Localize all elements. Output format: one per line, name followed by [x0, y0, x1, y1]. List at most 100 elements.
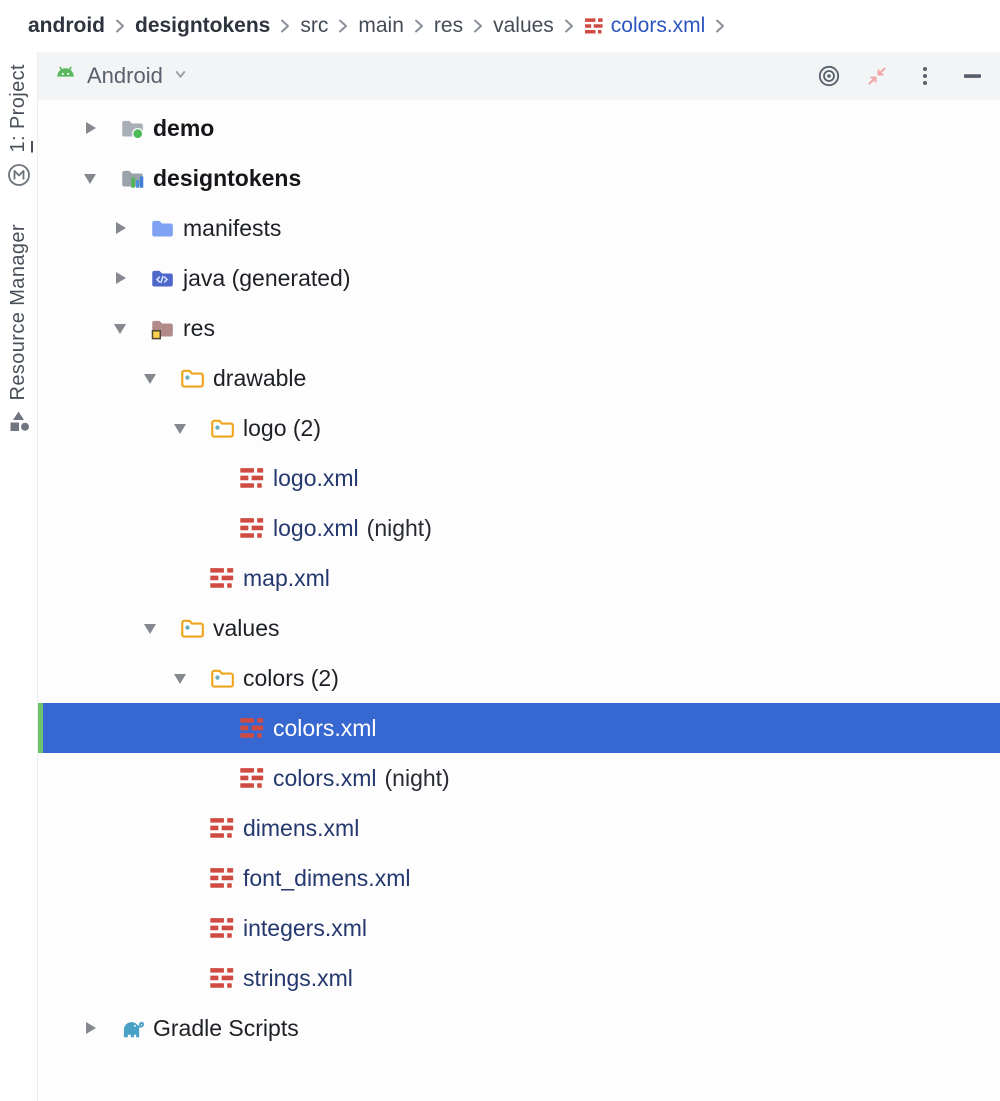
breadcrumb-item-src[interactable]: src: [300, 14, 328, 38]
xml-file-icon: [239, 465, 265, 491]
tree-row-label: designtokens: [153, 164, 302, 191]
chevron-collapsed-icon[interactable]: [84, 1020, 98, 1036]
tree-row-colors-xml[interactable]: colors.xml: [38, 703, 1000, 753]
tree-row-label: values: [213, 614, 280, 641]
module-folder-demo-icon: [119, 115, 145, 141]
tree-row-label: logo.xml: [273, 514, 359, 541]
chevron-expanded-icon[interactable]: [174, 670, 188, 686]
tree-row-label: colors.xml: [273, 764, 377, 791]
folder-resource-icon: [209, 415, 235, 441]
tool-button-resource-manager-label: Resource Manager: [7, 223, 29, 401]
collapse-arrows-icon[interactable]: [864, 63, 890, 89]
breadcrumb-separator-icon: [564, 18, 574, 34]
tree-row-manifests[interactable]: manifests: [38, 203, 1000, 253]
tree-row-integers-xml[interactable]: integers.xml: [38, 903, 1000, 953]
tree-row-qualifier: (night): [366, 514, 432, 541]
tree-row-label: logo (2): [243, 414, 321, 441]
tree-row-label: logo.xml: [273, 464, 359, 491]
more-options-icon[interactable]: [912, 63, 938, 89]
breadcrumb-separator-icon: [414, 18, 424, 34]
tree-row-strings-xml[interactable]: strings.xml: [38, 953, 1000, 1003]
xml-file-icon: [209, 865, 235, 891]
breadcrumb-item-label: values: [493, 14, 554, 37]
tree-row-label: manifests: [183, 214, 282, 241]
tool-button-resource-manager[interactable]: Resource Manager: [5, 224, 33, 442]
breadcrumb: android designtokens src main res values color…: [0, 0, 1000, 52]
tree-row-logo-xml-night[interactable]: logo.xml (night): [38, 503, 1000, 553]
folder-resource-icon: [179, 365, 205, 391]
breadcrumb-item-label: src: [300, 14, 329, 37]
folder-generated-icon: [149, 265, 175, 291]
tree-row-label: font_dimens.xml: [243, 864, 411, 891]
breadcrumb-item-label: android: [28, 14, 105, 37]
tree-row-res[interactable]: res: [38, 303, 1000, 353]
chevron-collapsed-icon[interactable]: [84, 120, 98, 136]
tree-row-dimens-xml[interactable]: dimens.xml: [38, 803, 1000, 853]
breadcrumb-item-values[interactable]: values: [493, 14, 554, 38]
chevron-expanded-icon[interactable]: [144, 620, 158, 636]
breadcrumb-item-label: main: [358, 14, 404, 37]
breadcrumb-separator-icon: [715, 18, 725, 34]
breadcrumb-item-android[interactable]: android: [28, 14, 105, 38]
tree-row-designtokens[interactable]: designtokens: [38, 153, 1000, 203]
chevron-expanded-icon[interactable]: [144, 370, 158, 386]
breadcrumb-separator-icon: [280, 18, 290, 34]
tree-row-label: Gradle Scripts: [153, 1014, 299, 1041]
module-folder-library-icon: [119, 165, 145, 191]
view-selector-label: Android: [87, 63, 163, 88]
breadcrumb-item-designtokens[interactable]: designtokens: [135, 14, 270, 38]
folder-resource-icon: [209, 665, 235, 691]
tree-row-font-dimens-xml[interactable]: font_dimens.xml: [38, 853, 1000, 903]
tree-row-label: integers.xml: [243, 914, 367, 941]
chevron-expanded-icon[interactable]: [174, 420, 188, 436]
tool-button-project[interactable]: 1: Project: [5, 64, 33, 194]
view-selector[interactable]: Android: [53, 61, 189, 91]
chevron-collapsed-icon[interactable]: [114, 270, 128, 286]
xml-file-icon: [239, 765, 265, 791]
tool-window-header: Android: [38, 52, 1000, 100]
locate-target-icon[interactable]: [816, 63, 842, 89]
project-tree: demo designtokens manifests java (generated…: [38, 100, 1000, 1101]
tree-row-colors-2[interactable]: colors (2): [38, 653, 1000, 703]
xml-file-icon: [584, 16, 604, 36]
tree-row-label: map.xml: [243, 564, 330, 591]
breadcrumb-separator-icon: [115, 18, 125, 34]
tree-row-drawable[interactable]: drawable: [38, 353, 1000, 403]
tree-row-logo-xml[interactable]: logo.xml: [38, 453, 1000, 503]
xml-file-icon: [239, 515, 265, 541]
chevron-expanded-icon[interactable]: [84, 170, 98, 186]
tree-row-map-xml[interactable]: map.xml: [38, 553, 1000, 603]
tree-row-qualifier: (night): [384, 764, 450, 791]
tree-row-colors-xml-night[interactable]: colors.xml (night): [38, 753, 1000, 803]
breadcrumb-item-label: colors.xml: [610, 14, 706, 37]
chevron-down-icon: [172, 65, 189, 87]
tree-row-label: drawable: [213, 364, 307, 391]
chevron-collapsed-icon[interactable]: [114, 220, 128, 236]
folder-res-icon: [149, 315, 175, 341]
tree-row-demo[interactable]: demo: [38, 103, 1000, 153]
tree-row-label: java (generated): [183, 264, 351, 291]
tree-row-values[interactable]: values: [38, 603, 1000, 653]
breadcrumb-separator-icon: [338, 18, 348, 34]
tool-button-project-label: 1: Project: [7, 64, 29, 153]
chevron-expanded-icon[interactable]: [114, 320, 128, 336]
tree-row-gradle-scripts[interactable]: Gradle Scripts: [38, 1003, 1000, 1053]
panel: Android: [38, 52, 1000, 1101]
tree-row-logo-2[interactable]: logo (2): [38, 403, 1000, 453]
tree-row-label: colors (2): [243, 664, 339, 691]
breadcrumb-item-main[interactable]: main: [358, 14, 404, 38]
circled-m-icon: [5, 161, 33, 194]
tree-row-label: demo: [153, 114, 215, 141]
breadcrumb-item-colors-xml[interactable]: colors.xml: [584, 14, 706, 38]
hide-icon[interactable]: [960, 63, 986, 89]
tree-row-label: res: [183, 314, 215, 341]
tool-strip: 1: Project Resource Manager: [0, 52, 38, 1101]
tree-row-java-generated[interactable]: java (generated): [38, 253, 1000, 303]
breadcrumb-item-res[interactable]: res: [434, 14, 463, 38]
xml-file-icon: [209, 915, 235, 941]
tree-row-label: dimens.xml: [243, 814, 360, 841]
folder-resource-icon: [179, 615, 205, 641]
xml-file-icon: [209, 965, 235, 991]
breadcrumb-separator-icon: [473, 18, 483, 34]
